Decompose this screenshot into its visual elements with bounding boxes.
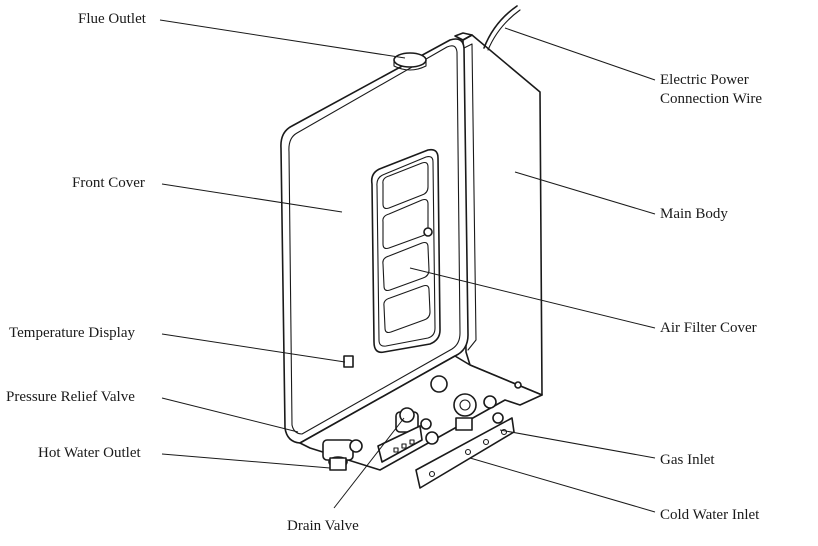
unit-top-edge	[454, 32, 473, 41]
filter-slot-4	[383, 284, 431, 334]
label-flue-outlet: Flue Outlet	[78, 11, 146, 27]
leader-temperature-display	[161, 333, 346, 363]
drain-valve-fitting	[395, 407, 439, 445]
label-electric-power-line2: Connection Wire	[660, 91, 763, 107]
gas-inlet-fitting	[453, 393, 504, 431]
label-drain-valve: Drain Valve	[287, 518, 359, 534]
electric-wire-shape	[483, 5, 518, 49]
leader-hot-water-outlet	[161, 453, 331, 469]
label-hot-water-outlet: Hot Water Outlet	[38, 445, 141, 461]
bracket-left	[377, 425, 423, 463]
flue-outlet-shape	[393, 52, 427, 68]
label-electric-power-connection-wire: Electric Power Connection Wire	[660, 71, 762, 109]
leader-electric-power	[504, 27, 656, 81]
label-gas-inlet: Gas Inlet	[660, 452, 715, 468]
filter-slot-1	[382, 161, 429, 210]
filter-screw	[423, 227, 433, 237]
label-cold-water-inlet: Cold Water Inlet	[660, 507, 760, 523]
pressure-relief-fitting	[420, 375, 448, 430]
label-air-filter-cover: Air Filter Cover	[660, 320, 757, 336]
leader-flue-outlet	[159, 19, 406, 59]
air-filter-frame	[370, 148, 441, 354]
front-cover-inner-border	[288, 45, 461, 435]
leader-drain-valve	[333, 417, 405, 509]
front-cover-edge	[463, 43, 477, 351]
leader-pressure-relief-valve	[161, 397, 299, 433]
leader-gas-inlet	[499, 429, 656, 459]
leader-cold-water-inlet	[469, 457, 656, 513]
filter-slot-3	[382, 241, 430, 292]
hot-water-outlet-fitting	[322, 439, 363, 471]
label-main-body: Main Body	[660, 206, 728, 222]
mounting-bracket	[415, 417, 515, 489]
flue-outlet-collar	[393, 59, 427, 71]
leader-front-cover	[161, 183, 343, 213]
label-electric-power-line1: Electric Power	[660, 72, 749, 88]
label-front-cover: Front Cover	[72, 175, 145, 191]
temperature-display-shape	[343, 355, 354, 368]
leader-air-filter-cover	[409, 267, 656, 329]
label-pressure-relief-valve: Pressure Relief Valve	[6, 389, 135, 405]
leader-main-body	[514, 171, 656, 215]
air-filter-frame-inner	[376, 156, 436, 347]
label-temperature-display: Temperature Display	[9, 325, 135, 341]
electric-wire-shape-2	[487, 9, 521, 51]
